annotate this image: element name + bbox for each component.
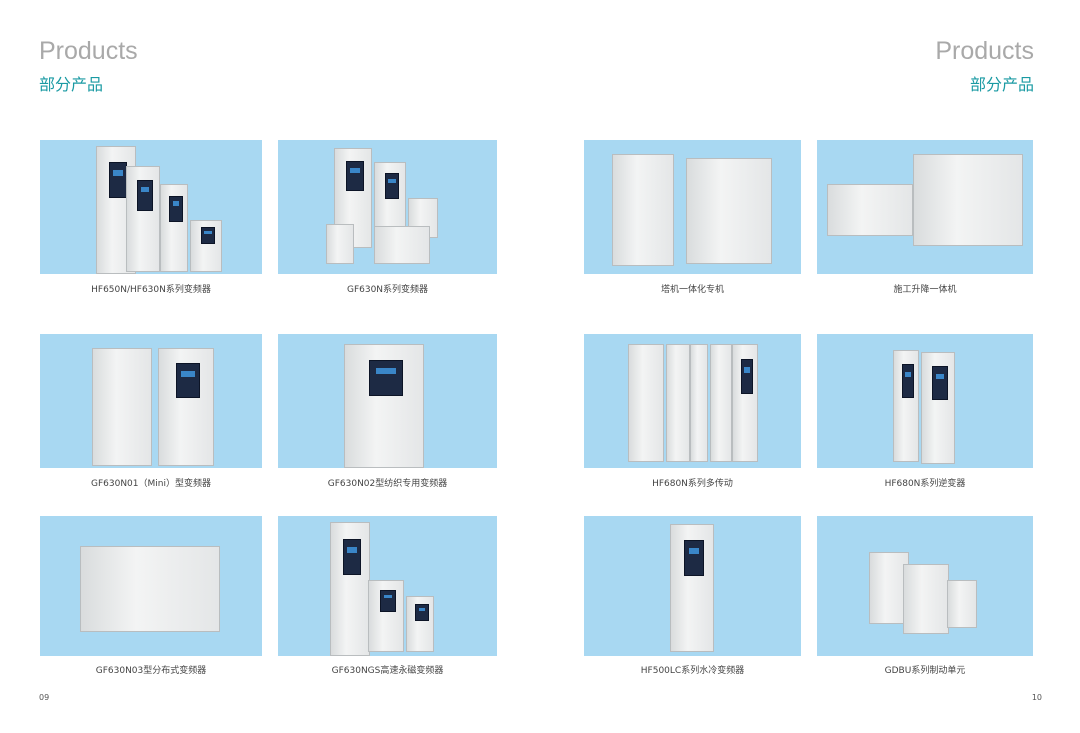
product-caption: GF630N02型纺织专用变频器 <box>327 479 448 489</box>
device-body <box>893 350 919 462</box>
product-image <box>278 140 497 274</box>
device-display <box>343 539 361 576</box>
device-body <box>913 154 1023 246</box>
device-body <box>903 564 949 634</box>
product-caption: GF630N03型分布式变频器 <box>95 666 207 676</box>
device-display <box>901 364 915 398</box>
product-image <box>40 140 262 274</box>
product-image <box>817 334 1033 468</box>
device-body <box>628 344 664 462</box>
left-title-en: Products <box>39 37 138 65</box>
device-body <box>326 224 354 264</box>
device-body <box>710 344 732 462</box>
device-body <box>126 166 160 272</box>
device-display <box>109 162 127 199</box>
product-caption: HF650N/HF630N系列变频器 <box>91 285 211 295</box>
device-display <box>740 359 754 395</box>
product-image <box>817 140 1033 274</box>
product-image <box>278 334 497 468</box>
right-title-en: Products <box>935 37 1034 65</box>
product-image <box>278 516 497 656</box>
device-display <box>369 359 403 396</box>
left-title-cn: 部分产品 <box>39 75 104 94</box>
device-body <box>947 580 977 628</box>
device-body <box>406 596 434 652</box>
device-body <box>80 546 220 632</box>
product-caption: GF630N01（Mini）型变频器 <box>91 479 211 489</box>
device-body <box>670 524 714 652</box>
device-body <box>92 348 152 466</box>
device-body <box>612 154 674 266</box>
product-image <box>40 334 262 468</box>
product-caption: 施工升降一体机 <box>893 285 957 295</box>
device-body <box>344 344 424 468</box>
device-body <box>869 552 909 624</box>
device-body <box>827 184 913 236</box>
device-display <box>200 227 216 244</box>
product-image <box>584 334 801 468</box>
device-body <box>732 344 758 462</box>
product-image <box>584 140 801 274</box>
device-display <box>379 589 397 612</box>
product-image <box>584 516 801 656</box>
device-display <box>175 363 201 399</box>
product-caption: 塔机一体化专机 <box>660 285 724 295</box>
right-title-cn: 部分产品 <box>969 75 1034 94</box>
product-caption: HF500LC系列水冷变频器 <box>640 666 745 676</box>
device-display <box>169 195 183 223</box>
page-number-right: 10 <box>1031 693 1042 702</box>
device-display <box>137 179 153 212</box>
device-display <box>384 173 400 199</box>
page-number-left: 09 <box>39 693 50 702</box>
device-display <box>415 603 429 622</box>
product-caption: GF630NGS高速永磁变频器 <box>331 666 444 676</box>
device-display <box>932 366 948 400</box>
device-body <box>686 158 772 264</box>
device-body <box>690 344 708 462</box>
device-display <box>684 540 704 577</box>
device-body <box>158 348 214 466</box>
product-caption: HF680N系列逆变器 <box>884 479 966 489</box>
device-body <box>374 226 430 264</box>
device-body <box>190 220 222 272</box>
product-caption: GF630N系列变频器 <box>346 285 429 295</box>
device-body <box>666 344 690 462</box>
product-image <box>817 516 1033 656</box>
device-display <box>346 161 364 191</box>
device-body <box>330 522 370 656</box>
product-caption: HF680N系列多传动 <box>652 479 733 489</box>
product-caption: GDBU系列制动单元 <box>884 666 966 676</box>
device-body <box>921 352 955 464</box>
device-body <box>160 184 188 272</box>
product-image <box>40 516 262 656</box>
device-body <box>368 580 404 652</box>
